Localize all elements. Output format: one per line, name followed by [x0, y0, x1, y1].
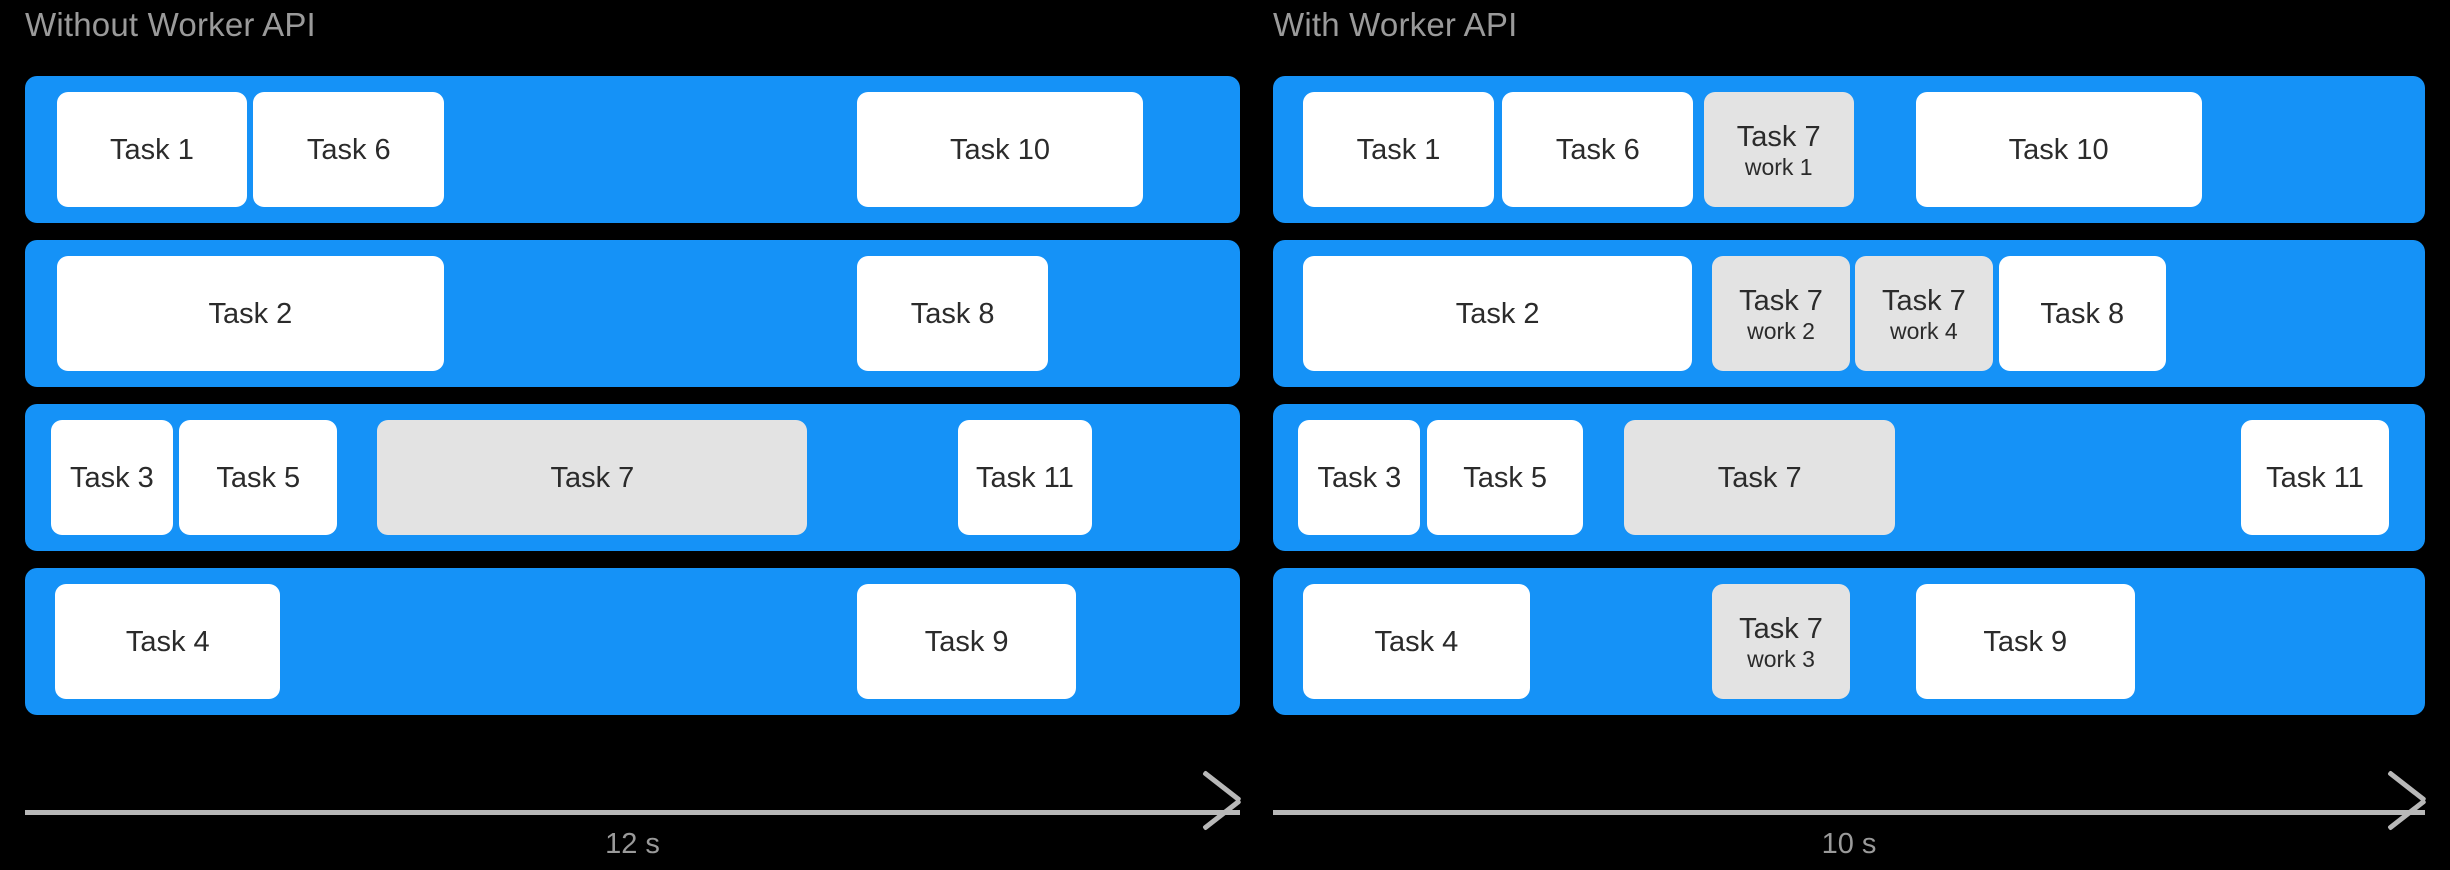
worker-row: Task 1 Task 6 Task 10 — [25, 76, 1240, 223]
task-label: Task 5 — [1463, 461, 1548, 494]
task-sublabel: work 4 — [1889, 317, 1958, 344]
task-block[interactable]: Task 10 — [1915, 92, 2202, 207]
worker-row: Task 4 Task 9 — [25, 568, 1240, 715]
task-sublabel: work 3 — [1747, 645, 1815, 672]
task-label: Task 7 — [1739, 284, 1823, 317]
task-block[interactable]: Task 9 — [1915, 584, 2135, 699]
task-label: Task 11 — [976, 461, 1074, 494]
task-label: Task 4 — [125, 625, 210, 658]
task-block[interactable]: Task 11 — [958, 420, 1092, 535]
time-axis: 12 s — [25, 800, 1240, 870]
task-sublabel: work 2 — [1747, 317, 1815, 344]
time-axis: 10 s — [1273, 800, 2425, 870]
axis-duration-label: 12 s — [605, 828, 660, 860]
task-block[interactable]: Task 7 — [377, 420, 808, 535]
axis-duration-label: 10 s — [1821, 828, 1877, 860]
task-block[interactable]: Task 1 — [1302, 92, 1495, 207]
task-label: Task 9 — [924, 625, 1009, 658]
worker-row: Task 3 Task 5 Task 7 Task 11 — [1273, 404, 2425, 551]
task-block[interactable]: Task 4 — [55, 584, 281, 699]
task-label: Task 10 — [2008, 133, 2109, 166]
task-label: Task 5 — [216, 461, 301, 494]
task-block[interactable]: Task 2 — [1302, 256, 1693, 371]
panel-title: Without Worker API — [25, 6, 316, 43]
worker-row: Task 3 Task 5 Task 7 Task 11 — [25, 404, 1240, 551]
task-block[interactable]: Task 4 — [1302, 584, 1530, 699]
task-label: Task 7 — [1881, 284, 1966, 317]
task-label: Task 1 — [110, 133, 194, 166]
task-label: Task 3 — [1317, 461, 1402, 494]
panel-title: With Worker API — [1273, 6, 1518, 43]
task-label: Task 7 — [550, 461, 635, 494]
task-block[interactable]: Task 8 — [1998, 256, 2166, 371]
task-label: Task 7 — [1717, 461, 1802, 494]
worker-row: Task 2 Task 8 — [25, 240, 1240, 387]
task-block[interactable]: Task 5 — [1427, 420, 1583, 535]
task-block[interactable]: Task 9 — [857, 584, 1076, 699]
task-label: Task 8 — [910, 297, 995, 330]
task-label: Task 1 — [1356, 133, 1441, 166]
task-block[interactable]: Task 5 — [179, 420, 338, 535]
task-label: Task 3 — [69, 461, 154, 494]
task-label: Task 9 — [1983, 625, 2068, 658]
task-label: Task 8 — [2040, 297, 2125, 330]
task-block[interactable]: Task 7 — [1624, 420, 1896, 535]
task-block[interactable]: Task 3 — [1298, 420, 1421, 535]
task-label: Task 7 — [1739, 612, 1823, 645]
task-block[interactable]: Task 1 — [56, 92, 248, 207]
task-sublabel: work 1 — [1744, 153, 1813, 180]
task-label: Task 7 — [1736, 120, 1821, 153]
task-label: Task 2 — [1455, 297, 1540, 330]
axis-line — [25, 810, 1240, 815]
task-label: Task 2 — [208, 297, 293, 330]
task-label: Task 4 — [1374, 625, 1459, 658]
task-block[interactable]: Task 10 — [857, 92, 1143, 207]
task-block[interactable]: Task 8 — [857, 256, 1049, 371]
task-label: Task 11 — [2266, 461, 2364, 494]
task-block[interactable]: Task 3 — [50, 420, 174, 535]
task-label: Task 6 — [306, 133, 391, 166]
task-block[interactable]: Task 2 — [56, 256, 445, 371]
axis-line — [1273, 810, 2425, 815]
task-label: Task 10 — [950, 133, 1050, 166]
task-block[interactable]: Task 6 — [1502, 92, 1694, 207]
task-block[interactable]: Task 6 — [253, 92, 445, 207]
task-block[interactable]: Task 11 — [2240, 420, 2390, 535]
task-label: Task 6 — [1555, 133, 1640, 166]
